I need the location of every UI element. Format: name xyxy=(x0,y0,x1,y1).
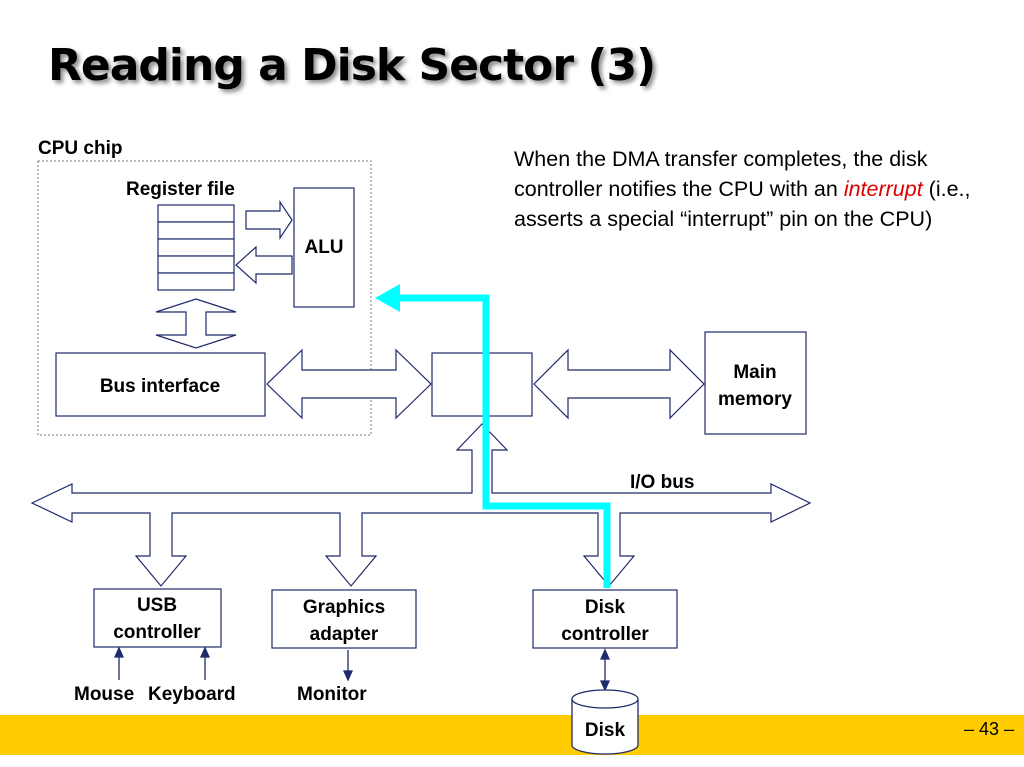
usb-controller-label-line2: controller xyxy=(113,622,201,643)
keyboard-label: Keyboard xyxy=(148,684,236,705)
description-emphasis: interrupt xyxy=(843,177,923,201)
footer-bar xyxy=(0,715,1024,755)
disk-cylinder xyxy=(571,689,639,755)
monitor-label: Monitor xyxy=(297,684,367,705)
bus-interface-label: Bus interface xyxy=(100,376,220,397)
alu-box xyxy=(293,187,355,308)
page-number: – 43 – xyxy=(963,719,1014,739)
disk-controller-box xyxy=(532,589,678,649)
description-text-1: When the DMA transfer completes, the dis… xyxy=(514,147,928,201)
io-bus-arrow xyxy=(30,423,812,587)
bus-interface-box xyxy=(55,352,266,417)
description-text-2: (i.e., asserts a special “interrupt” pin… xyxy=(514,177,971,231)
disk-arrowhead-up xyxy=(599,648,611,660)
mouse-label: Mouse xyxy=(74,684,134,705)
regfile-bus-interface-arrow xyxy=(155,298,237,349)
interrupt-path xyxy=(395,294,611,588)
graphics-adapter-label-line2: adapter xyxy=(310,624,379,645)
system-bus-arrow xyxy=(266,348,432,420)
monitor-arrowhead xyxy=(342,670,354,682)
main-memory-box xyxy=(704,331,807,435)
main-memory-label-line1: Main xyxy=(733,362,776,383)
register-file xyxy=(157,204,235,291)
io-bridge-box xyxy=(431,352,533,417)
disk-controller-label-line2: controller xyxy=(561,624,649,645)
register-file-label: Register file xyxy=(126,179,235,200)
slide-description: When the DMA transfer completes, the dis… xyxy=(514,144,984,234)
disk-controller-label-line1: Disk xyxy=(585,597,626,618)
keyboard-arrowhead xyxy=(199,646,211,658)
usb-controller-label-line1: USB xyxy=(137,595,177,616)
interrupt-arrowhead xyxy=(375,284,400,312)
alu-to-regfile-arrow xyxy=(235,245,293,285)
alu-label: ALU xyxy=(304,237,343,258)
mouse-arrowhead xyxy=(113,646,125,658)
main-memory-label-line2: memory xyxy=(718,389,792,410)
graphics-adapter-label-line1: Graphics xyxy=(303,597,385,618)
io-bus-label: I/O bus xyxy=(630,472,694,493)
memory-bus-arrow xyxy=(533,348,705,420)
disk-arrowhead-down xyxy=(599,680,611,692)
usb-controller-box xyxy=(93,588,222,648)
cpu-chip-label: CPU chip xyxy=(38,138,122,159)
cpu-chip-boundary xyxy=(37,160,372,436)
slide-title: Reading a Disk Sector (3) xyxy=(48,40,656,91)
graphics-adapter-box xyxy=(271,589,417,649)
regfile-to-alu-arrow xyxy=(245,200,293,240)
disk-label: Disk xyxy=(585,720,626,741)
